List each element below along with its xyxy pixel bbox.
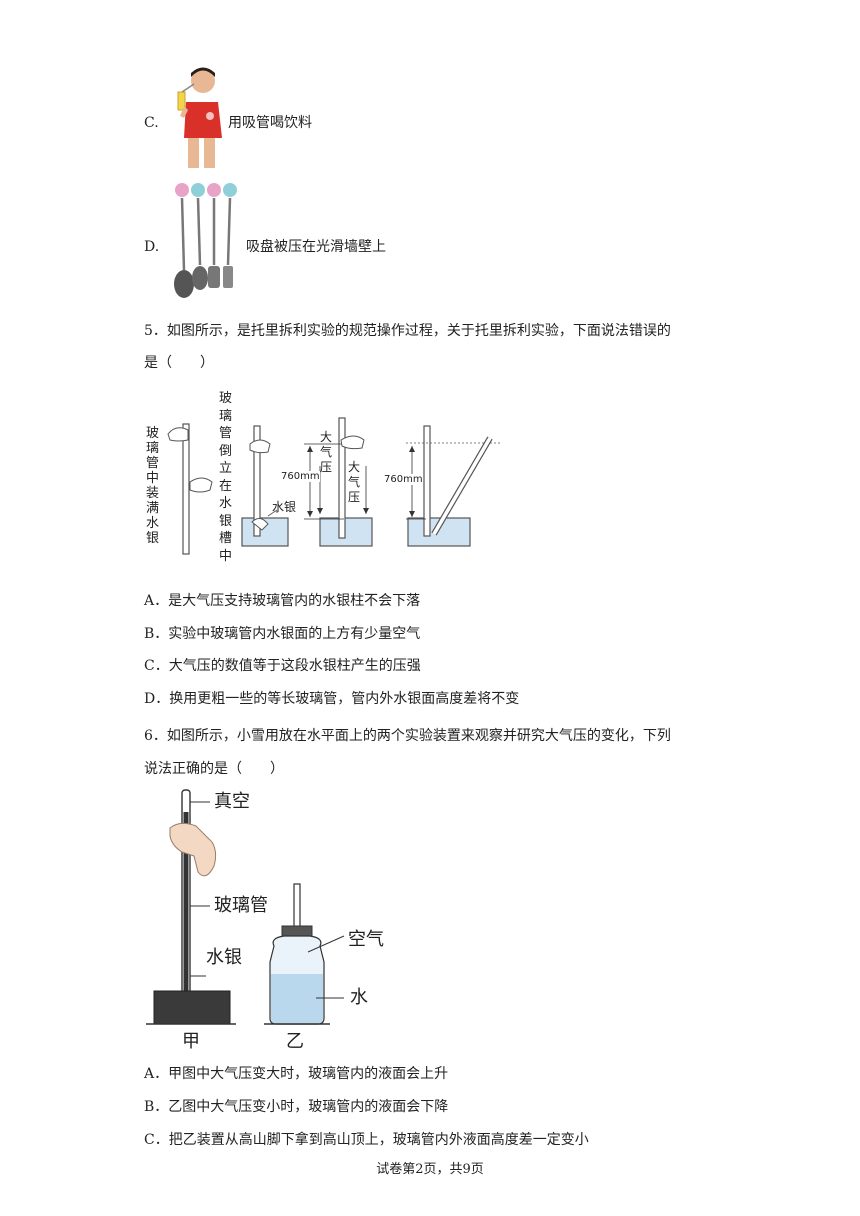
q5-stem-line2: 是（ ） — [144, 355, 214, 371]
q6-option-c: C．把乙装置从高山脚下拿到高山顶上，玻璃管内外液面高度差一定变小 — [144, 1132, 589, 1148]
suction-cup-hooks-image — [174, 183, 237, 298]
option-d-letter: D. — [144, 239, 160, 255]
label-mercury: 水银 — [272, 500, 297, 514]
torricelli-experiment-figure: 玻璃管中装满水银 玻璃管倒立在水银槽中 — [144, 386, 504, 576]
label-fill-tube: 玻璃管中装满水银 — [146, 426, 160, 546]
label-atm-a: 大气压 — [320, 430, 333, 474]
q6-stem-line2: 说法正确的是（ ） — [144, 761, 284, 777]
q5-option-c: C．大气压的数值等于这段水银柱产生的压强 — [144, 658, 421, 674]
q5-option-b: B．实验中玻璃管内水银面的上方有少量空气 — [144, 626, 421, 642]
label-760mm-b: 760mm — [384, 474, 423, 485]
q6-stem-line1: 6．如图所示，小雪用放在水平面上的两个实验装置来观察并研究大气压的变化，下列 — [144, 728, 671, 744]
label-glass-tube: 玻璃管 — [214, 895, 268, 916]
label-atm-b: 大气压 — [348, 460, 361, 504]
option-c-letter: C. — [144, 115, 159, 131]
label-760mm-a: 760mm — [281, 471, 320, 482]
q6-option-b: B．乙图中大气压变小时，玻璃管内的液面会下降 — [144, 1099, 449, 1115]
label-mercury-jia: 水银 — [206, 947, 242, 968]
q6-option-a: A．甲图中大气压变大时，玻璃管内的液面会上升 — [144, 1066, 449, 1082]
label-air: 空气 — [348, 929, 384, 950]
label-jia: 甲 — [182, 1031, 200, 1052]
option-d-text: 吸盘被压在光滑墙壁上 — [246, 239, 386, 255]
barometer-apparatus-figure: 真空 玻璃管 水银 空气 水 甲 乙 — [144, 786, 404, 1056]
label-yi: 乙 — [286, 1031, 304, 1052]
q5-option-d: D．换用更粗一些的等长玻璃管，管内外水银面高度差将不变 — [144, 691, 520, 707]
q5-option-a: A．是大气压支持玻璃管内的水银柱不会下落 — [144, 593, 421, 609]
page-footer: 试卷第2页，共9页 — [376, 1162, 484, 1177]
option-c-text: 用吸管喝饮料 — [228, 115, 312, 131]
boy-drinking-image — [177, 67, 222, 168]
q5-stem-line1: 5．如图所示，是托里拆利实验的规范操作过程，关于托里拆利实验，下面说法错误的 — [144, 323, 671, 339]
label-water: 水 — [350, 987, 368, 1008]
label-invert-tube: 玻璃管倒立在水银槽中 — [219, 391, 233, 564]
label-vacuum: 真空 — [214, 791, 250, 812]
